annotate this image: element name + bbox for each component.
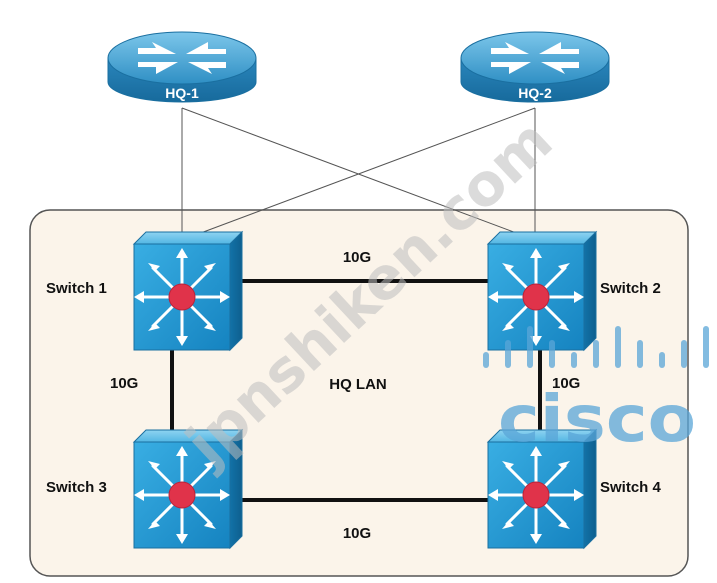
lan-links — [170, 279, 542, 502]
cisco-bars-icon — [483, 326, 709, 368]
switch-3-label: Switch 3 — [46, 479, 107, 496]
link-speed-sw1-sw2: 10G — [343, 249, 371, 266]
switch-1[interactable] — [132, 230, 244, 352]
switch-4-label: Switch 4 — [600, 479, 662, 496]
router-hq1[interactable]: HQ-1 — [107, 31, 257, 103]
router-hq2[interactable]: HQ-2 — [460, 31, 610, 103]
cisco-wordmark: cisco — [498, 383, 696, 457]
link-speed-sw1-sw3: 10G — [110, 375, 138, 392]
cisco-logo: cisco — [483, 326, 709, 457]
link-speed-sw3-sw4: 10G — [343, 525, 371, 542]
layer3-switch-icon — [132, 230, 244, 352]
switch-2[interactable] — [486, 230, 598, 352]
switch-2-label: Switch 2 — [600, 280, 661, 297]
link-speed-sw2-sw4: 10G — [552, 375, 580, 392]
wan-links — [181, 107, 536, 241]
link-hq2-switch1 — [181, 107, 536, 241]
router-label: HQ-1 — [165, 85, 199, 101]
layer3-switch-icon — [486, 230, 598, 352]
router-label: HQ-2 — [518, 85, 552, 101]
hq-lan-label: HQ LAN — [329, 376, 387, 393]
switch-1-label: Switch 1 — [46, 280, 107, 297]
